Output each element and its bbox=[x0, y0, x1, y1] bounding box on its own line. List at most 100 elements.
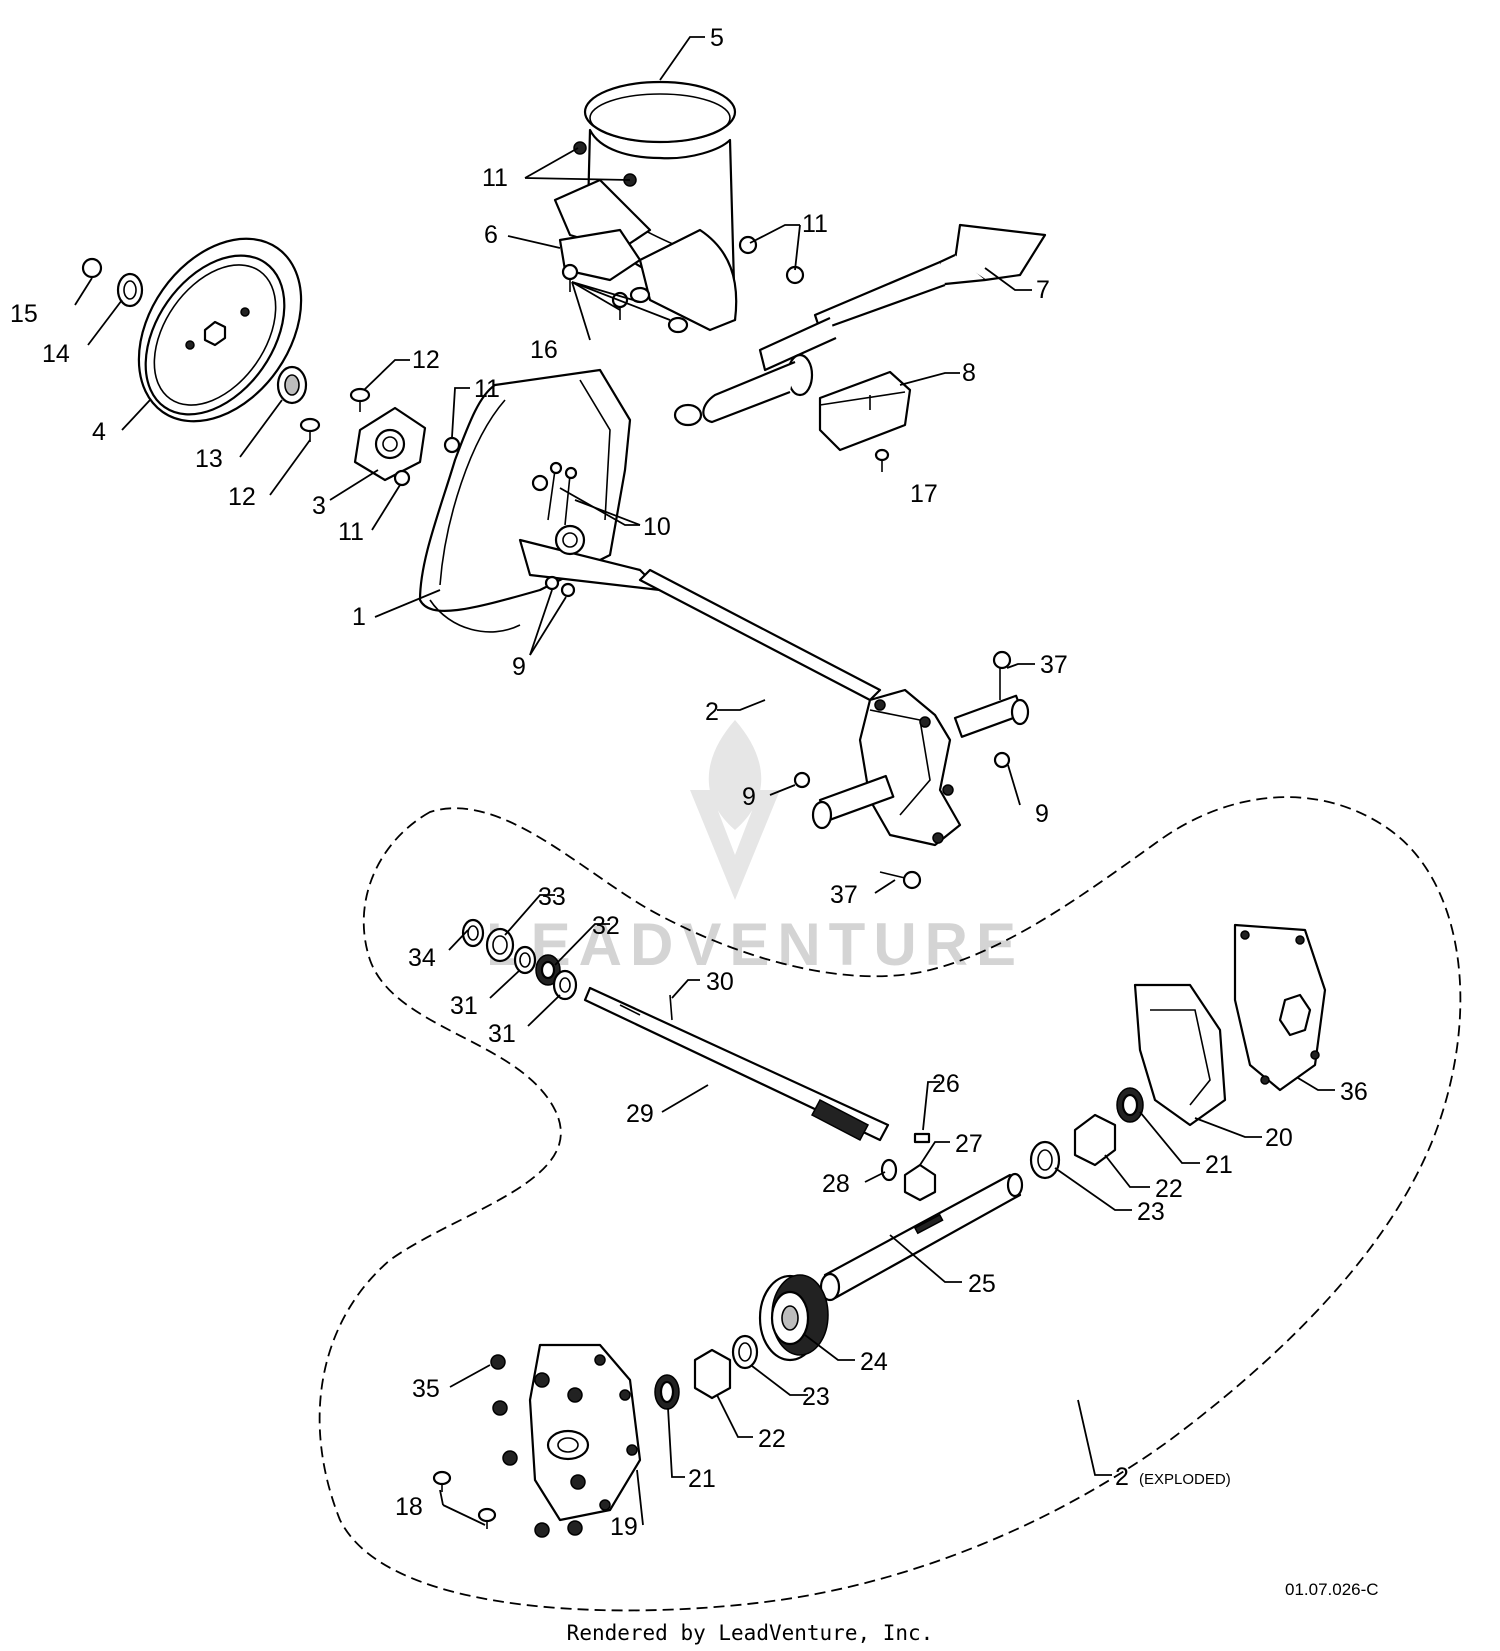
watermark-text: LEADVENTURE bbox=[486, 911, 1024, 978]
part-9-nut-a bbox=[544, 575, 560, 591]
label-11-low: 11 bbox=[338, 518, 364, 546]
label-21-right: 21 bbox=[1205, 1151, 1233, 1179]
label-7: 7 bbox=[1036, 276, 1050, 304]
part-11-nut-a bbox=[738, 235, 758, 255]
label-14: 14 bbox=[42, 340, 70, 368]
part-21-seal-b bbox=[654, 1374, 680, 1410]
part-29-worm-shaft bbox=[583, 986, 890, 1142]
label-10: 10 bbox=[643, 513, 671, 541]
label-3: 3 bbox=[312, 492, 326, 520]
part-9-nut-b bbox=[560, 582, 576, 598]
label-24: 24 bbox=[860, 1348, 888, 1376]
part-28-washer bbox=[880, 1158, 898, 1182]
part-4-pulley bbox=[137, 237, 303, 423]
callout-labels: 5 11 6 11 7 15 14 16 12 8 11 4 13 17 12 … bbox=[10, 24, 1368, 1541]
label-37-bottom: 37 bbox=[830, 881, 858, 909]
label-18: 18 bbox=[395, 1493, 423, 1521]
label-8: 8 bbox=[962, 359, 976, 387]
label-31-lower: 31 bbox=[488, 1020, 516, 1048]
part-11-nut-c bbox=[393, 469, 411, 487]
part-10-bolts bbox=[547, 461, 578, 526]
part-32-seal bbox=[535, 954, 561, 986]
part-3-bearing-plate bbox=[353, 406, 427, 482]
label-16: 16 bbox=[530, 336, 558, 364]
label-12-bottom: 12 bbox=[228, 483, 256, 511]
label-9-right: 9 bbox=[1035, 800, 1049, 828]
watermark-logo-icon bbox=[690, 720, 780, 900]
label-30: 30 bbox=[706, 968, 734, 996]
label-36: 36 bbox=[1340, 1078, 1368, 1106]
part-31-washer-b bbox=[552, 969, 578, 1001]
part-12-screws bbox=[299, 387, 371, 442]
label-34: 34 bbox=[408, 944, 436, 972]
label-17: 17 bbox=[910, 480, 938, 508]
label-2-exploded: 2 bbox=[1115, 1463, 1129, 1491]
label-15: 15 bbox=[10, 300, 38, 328]
label-35: 35 bbox=[412, 1375, 440, 1403]
part-24-worm-gear bbox=[758, 1274, 829, 1362]
part-37-bolts bbox=[879, 650, 1012, 890]
part-30-pin bbox=[669, 994, 673, 1021]
label-4: 4 bbox=[92, 418, 106, 446]
exploded-view-boundary bbox=[318, 796, 1462, 1612]
part-22-bushing-b bbox=[693, 1348, 732, 1400]
label-21-left: 21 bbox=[688, 1465, 716, 1493]
label-23-left: 23 bbox=[802, 1383, 830, 1411]
label-25: 25 bbox=[968, 1270, 996, 1298]
label-22-left: 22 bbox=[758, 1425, 786, 1453]
label-11-mid: 11 bbox=[474, 375, 500, 403]
part-18-pins bbox=[432, 1470, 497, 1529]
part-35-screws bbox=[490, 1354, 586, 1538]
leader-lines bbox=[74, 36, 1335, 1526]
label-13: 13 bbox=[195, 445, 223, 473]
part-11-nut-d bbox=[443, 436, 461, 454]
label-29: 29 bbox=[626, 1100, 654, 1128]
part-36-gearbox-half bbox=[1233, 923, 1327, 1092]
part-31-washer-a bbox=[513, 945, 537, 975]
part-23-washer-a bbox=[1029, 1140, 1061, 1180]
label-31-upper: 31 bbox=[450, 992, 478, 1020]
label-32: 32 bbox=[592, 912, 620, 940]
part-13-bearing bbox=[276, 365, 308, 405]
label-27: 27 bbox=[955, 1130, 983, 1158]
label-9-center: 9 bbox=[742, 783, 756, 811]
part-17-screw bbox=[874, 448, 890, 472]
part-1-housing bbox=[418, 368, 662, 633]
part-23-washer-b bbox=[731, 1334, 759, 1370]
part-33-bushing bbox=[485, 927, 515, 963]
part-9-nut-d bbox=[993, 751, 1011, 769]
label-11-top: 11 bbox=[482, 164, 508, 192]
label-11-right: 11 bbox=[802, 210, 828, 238]
render-credit: Rendered by LeadVenture, Inc. bbox=[567, 1621, 934, 1645]
part-7-chute-crank bbox=[673, 223, 1047, 427]
part-2-gearbox-assembly bbox=[638, 568, 1030, 847]
label-exploded-note: (EXPLODED) bbox=[1139, 1471, 1231, 1488]
part-21-seal-a bbox=[1116, 1087, 1144, 1123]
part-14-bushing bbox=[116, 272, 144, 308]
label-2-assembly: 2 bbox=[705, 698, 719, 726]
label-26: 26 bbox=[932, 1070, 960, 1098]
part-9-nut-c bbox=[793, 771, 811, 789]
part-27-bushing bbox=[903, 1163, 937, 1202]
part-20-gasket bbox=[1133, 983, 1227, 1127]
part-34-washer bbox=[461, 918, 485, 948]
label-20: 20 bbox=[1265, 1124, 1293, 1152]
part-22-bushing-a bbox=[1073, 1113, 1117, 1167]
label-6: 6 bbox=[484, 221, 498, 249]
part-25-shaft bbox=[819, 1172, 1024, 1302]
part-19-gearbox-half bbox=[528, 1343, 642, 1522]
label-12-top: 12 bbox=[412, 346, 440, 374]
label-19: 19 bbox=[610, 1513, 638, 1541]
watermark: LEADVENTURE bbox=[486, 720, 1024, 978]
label-9-left: 9 bbox=[512, 653, 526, 681]
part-15-nut bbox=[81, 257, 103, 279]
drawing-code: 01.07.026-C bbox=[1285, 1580, 1379, 1599]
part-26-key bbox=[913, 1132, 931, 1144]
label-1: 1 bbox=[352, 603, 366, 631]
label-23-right: 23 bbox=[1137, 1198, 1165, 1226]
label-22-right: 22 bbox=[1155, 1175, 1183, 1203]
label-33: 33 bbox=[538, 883, 566, 911]
label-5: 5 bbox=[710, 24, 724, 52]
label-37-top: 37 bbox=[1040, 651, 1068, 679]
